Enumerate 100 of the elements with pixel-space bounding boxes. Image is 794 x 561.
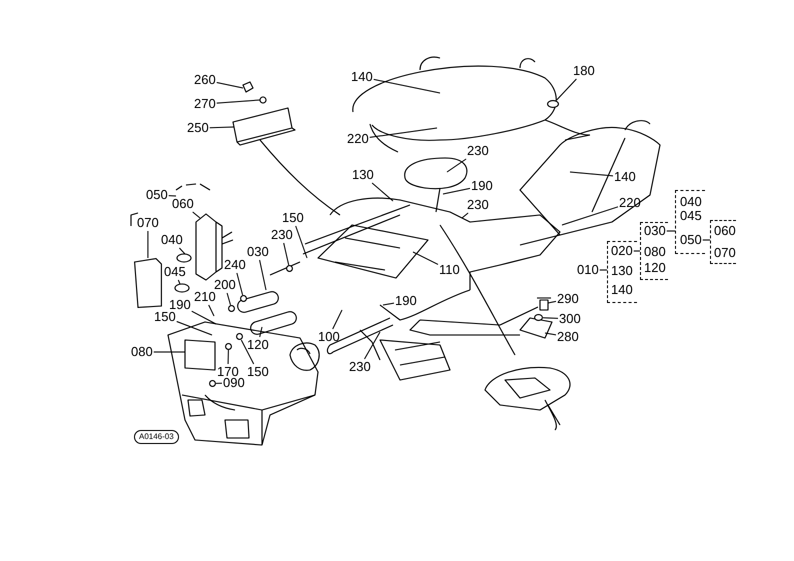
callout-number: 170: [217, 365, 239, 379]
part-number: 020: [611, 244, 633, 258]
leader-line: [283, 242, 290, 266]
leader-line: [216, 82, 244, 88]
leader-line: [382, 302, 394, 306]
part-number: 045: [680, 209, 702, 223]
callout-number: 060: [172, 197, 194, 211]
callout-number: 070: [137, 216, 159, 230]
leader-line: [176, 321, 212, 336]
fastener: [236, 333, 243, 340]
leader-line: [228, 350, 229, 364]
leader-line: [373, 78, 440, 94]
callout-number: 090: [223, 376, 245, 390]
callout-number: 190: [471, 179, 493, 193]
callout-number: 190: [395, 294, 417, 308]
callout-number: 270: [194, 97, 216, 111]
callout-number: 150: [154, 310, 176, 324]
callout-number: 150: [282, 211, 304, 225]
callout-number: 240: [224, 258, 246, 272]
washer: [534, 314, 543, 321]
leader-line: [556, 78, 577, 100]
leader-line: [240, 340, 254, 364]
drawing-code: A0146-03: [134, 430, 179, 444]
fastener: [228, 305, 235, 312]
callout-number: 220: [347, 132, 369, 146]
leader-line: [412, 252, 438, 265]
callout-number: 130: [352, 168, 374, 182]
callout-number: 300: [559, 312, 581, 326]
part-number: 070: [714, 246, 736, 260]
leader-line: [462, 212, 469, 218]
part-number: 080: [644, 245, 666, 259]
leader-line: [548, 300, 556, 304]
callout-number: 140: [351, 70, 373, 84]
callout-number: 140: [614, 170, 636, 184]
part-number: 040: [680, 195, 702, 209]
callout-number: 050: [146, 188, 168, 202]
leader-line: [191, 310, 216, 324]
leader-line: [542, 317, 558, 319]
part-number: 120: [644, 261, 666, 275]
leader-line: [208, 304, 214, 316]
leader-line: [168, 195, 176, 196]
leader-line: [446, 158, 467, 172]
callout-number: 210: [194, 290, 216, 304]
part-number: 050: [680, 233, 702, 247]
leader-line: [178, 248, 186, 254]
leader-line: [236, 272, 244, 296]
part-number: 140: [611, 283, 633, 297]
callout-number: 290: [557, 292, 579, 306]
callout-number: 250: [187, 121, 209, 135]
leader-line: [562, 206, 618, 226]
connector-housing: [134, 258, 162, 308]
callout-number: 150: [247, 365, 269, 379]
part-number: 130: [611, 264, 633, 278]
leader-line: [364, 332, 380, 360]
callout-number: 110: [439, 263, 460, 277]
leader-line: [216, 100, 260, 104]
leader-line: [147, 230, 148, 258]
callout-number: 010: [577, 263, 599, 277]
leader-line: [192, 212, 200, 218]
leader-line: [259, 260, 266, 290]
leader-line: [372, 182, 394, 202]
leader-line: [259, 326, 262, 338]
leader-line: [295, 226, 308, 258]
callout-number: 230: [349, 360, 371, 374]
part-number: 030: [644, 224, 666, 238]
connector-line: [666, 230, 676, 232]
callout-number: 230: [467, 198, 489, 212]
callout-number: 230: [271, 228, 293, 242]
callout-number: 200: [214, 278, 236, 292]
callout-number: 120: [247, 338, 269, 352]
leader-line: [216, 382, 222, 384]
callout-number: 230: [467, 144, 489, 158]
leader-line: [178, 280, 180, 284]
connector-line: [633, 250, 640, 252]
callout-number: 280: [557, 330, 579, 344]
leader-line: [226, 292, 231, 306]
leader-line: [332, 310, 342, 330]
leader-line: [570, 172, 614, 176]
callout-number: 100: [318, 330, 340, 344]
part-number: 060: [714, 224, 736, 238]
callout-number: 190: [169, 298, 191, 312]
callout-number: 080: [131, 345, 153, 359]
part-group-bracket: [640, 222, 668, 280]
callout-number: 220: [619, 196, 641, 210]
callout-number: 030: [247, 245, 269, 259]
clip-part: [547, 100, 559, 108]
leader-line: [369, 128, 438, 138]
callout-number: 260: [194, 73, 216, 87]
leader-line: [209, 126, 234, 128]
fastener: [225, 343, 232, 350]
leader-line: [442, 188, 470, 194]
fastener: [209, 380, 216, 387]
fastener: [240, 295, 247, 302]
part-group-bracket: [607, 241, 637, 303]
callout-number: 180: [573, 64, 595, 78]
leader-line: [544, 332, 556, 336]
callout-number: 040: [161, 233, 183, 247]
grommet: [286, 265, 293, 272]
part-group-bracket: [710, 220, 736, 264]
callout-number: 045: [164, 265, 186, 279]
